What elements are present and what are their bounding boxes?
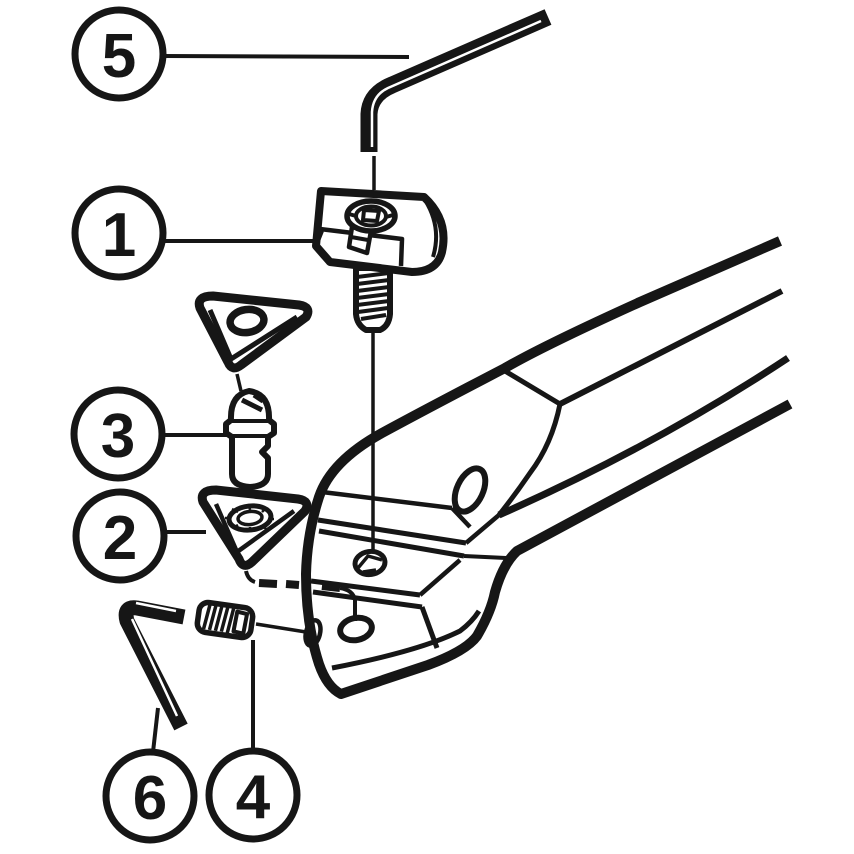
centerline-insert-to-pin [235, 373, 243, 392]
callout-4: 4 [205, 747, 301, 843]
callout-3-number: 3 [101, 402, 135, 471]
clamp-face-edge [319, 226, 405, 267]
pocket-backwall-bottom-edge [318, 528, 465, 559]
callout-5: 5 [71, 6, 167, 102]
callout-4-circle [205, 747, 301, 843]
dash-hook-left [244, 570, 256, 584]
callout-1-number: 1 [102, 201, 136, 270]
seat-right-edge [419, 606, 440, 649]
callout-2: 2 [72, 488, 168, 584]
pocket-rim-edge [321, 489, 453, 511]
dashed-guide-line [244, 570, 357, 621]
callout-4-number: 4 [236, 763, 271, 832]
callout-6: 6 [102, 748, 198, 844]
insert-pocket [303, 489, 507, 649]
clamp-screw-drive-socket [348, 208, 394, 223]
pocket-backwall-top-edge [317, 517, 467, 546]
leader-callout-5 [162, 54, 410, 59]
shim-thickness-edge [213, 503, 296, 555]
dash-segments [258, 579, 341, 592]
callout-2-number: 2 [103, 504, 137, 573]
bottom-face-inner-edge [331, 609, 482, 671]
pocket-to-knee-edge [463, 554, 507, 560]
clamp-screw-threads [356, 271, 390, 321]
shim-screw-axis-line [255, 622, 307, 634]
callout-1: 1 [71, 185, 167, 281]
hex-key-small [118, 600, 188, 731]
shim-screw-threads [201, 604, 236, 634]
clamp-right-inner-contour [423, 198, 439, 258]
clamp-assembly [312, 187, 448, 333]
hex-key-small-highlight [130, 601, 179, 717]
pocket-step-bottom-edge [312, 589, 423, 610]
shim-seat [197, 485, 312, 570]
pocket-step-right-edge [418, 558, 462, 597]
neck-edge-upper [503, 368, 562, 407]
callout-5-number: 5 [102, 22, 136, 91]
dash-hook-right [339, 586, 357, 621]
shim-thread-ticks [225, 504, 274, 532]
tool-body [244, 236, 793, 699]
clamp-nose-slot [350, 235, 369, 242]
pocket-corner-notch [450, 506, 501, 545]
top-face-oval-hole [451, 465, 489, 515]
hex-key-large-highlight [370, 19, 542, 147]
clamp-tip-edges [314, 230, 325, 259]
callout-3-circle [70, 386, 166, 482]
insert-center-hole [226, 305, 268, 337]
threaded-hole-detail [356, 554, 383, 574]
lock-pin-flange-edges [231, 419, 269, 438]
shim-screw-side-hole [303, 618, 323, 648]
insert-thickness-edge [207, 309, 299, 362]
shim-threaded-hole-inner [236, 509, 264, 527]
clamp-screw-threaded-hole [352, 548, 388, 578]
callout-2-circle [72, 488, 168, 584]
lock-pin-head-slot [240, 392, 265, 413]
lock-pin [223, 388, 277, 490]
cutting-insert [194, 291, 313, 373]
leader-callout-6 [151, 707, 160, 753]
shank-bottom-corner-line [497, 355, 790, 519]
hex-key-large [360, 9, 552, 152]
leader-lines [151, 54, 410, 753]
callout-6-number: 6 [133, 764, 167, 833]
callout-1-circle [71, 185, 167, 281]
callout-3: 3 [70, 386, 166, 482]
shim-screw-hex-socket [231, 609, 250, 636]
hex-key-small-body [118, 600, 188, 731]
lock-pin-body [223, 388, 277, 490]
neck-curve [497, 403, 563, 517]
callout-6-circle [102, 748, 198, 844]
shim-screw [194, 599, 256, 641]
shank-top-corner-line [558, 288, 784, 407]
callout-5-circle [71, 6, 167, 102]
tool-body-silhouette [301, 236, 793, 699]
